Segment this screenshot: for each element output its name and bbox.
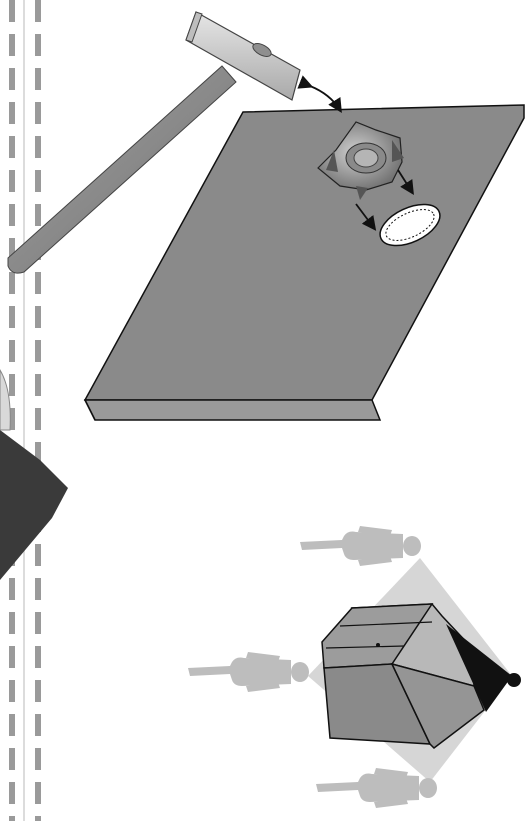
cabinet-handle [376, 643, 380, 647]
board-front-edge [85, 400, 380, 420]
hammer-to-nut-arrow [310, 86, 340, 110]
person-bottom [316, 768, 437, 808]
cabinet [322, 604, 512, 748]
dark-panel-fragment [0, 370, 68, 580]
person-top [300, 526, 421, 566]
dashed-margin-strips [12, 0, 38, 821]
dark-panel-edge [0, 370, 10, 430]
person-right-head [507, 673, 521, 687]
step-insert-tee-nut [8, 12, 524, 420]
person-left [188, 652, 309, 692]
dark-panel-face [0, 430, 68, 580]
step-lift-cabinet [188, 526, 521, 808]
